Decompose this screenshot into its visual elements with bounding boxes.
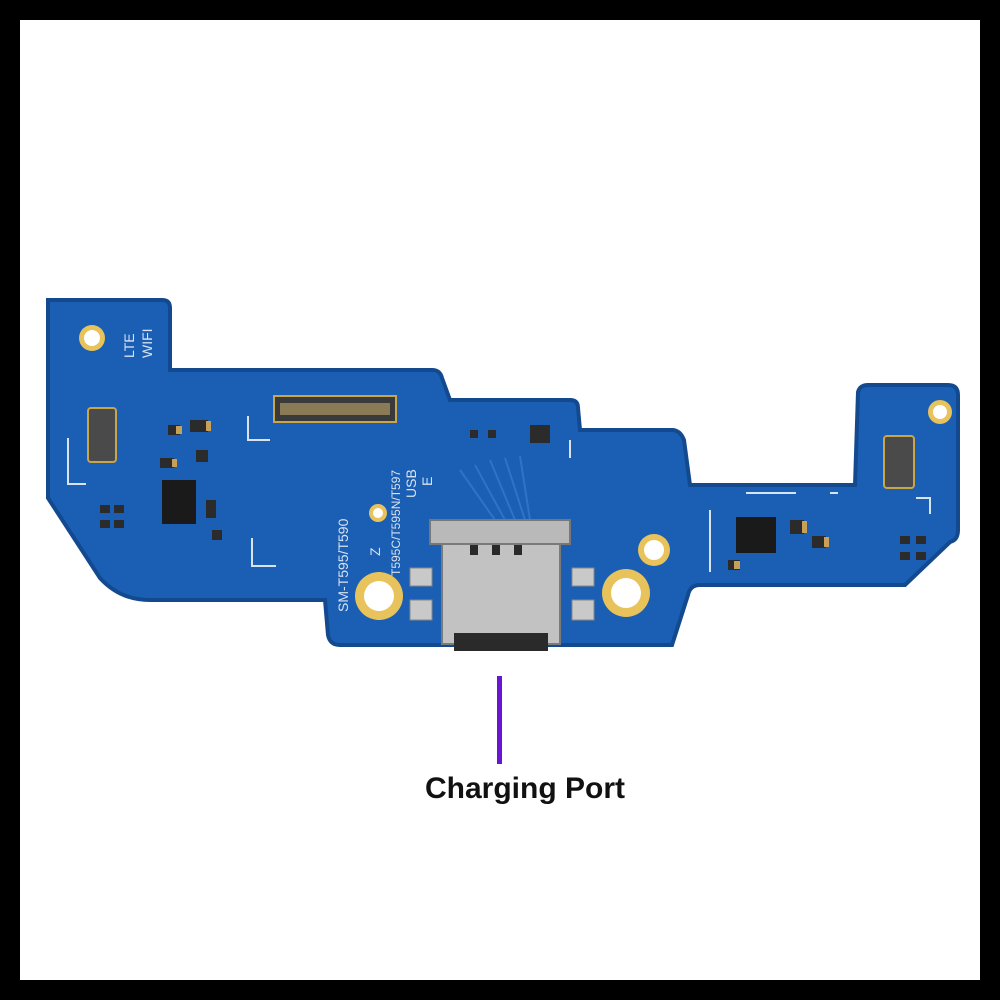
silk-wifi: WIFI [139, 328, 155, 358]
side-connector [87, 407, 117, 463]
ic-chip [736, 517, 776, 553]
silk-lte: LTE [121, 333, 137, 358]
silk-variants: T595C/T595N/T597 [389, 470, 403, 576]
ic-chip [162, 480, 196, 524]
side-connector [883, 435, 915, 489]
callout-pointer-line [497, 676, 502, 764]
silk-e: E [419, 477, 435, 486]
usb-c-port [409, 519, 595, 651]
pcb-outline [46, 298, 960, 647]
silk-usb: USB [403, 469, 419, 498]
board-connector [273, 395, 397, 423]
smd-components [100, 420, 926, 570]
smd-capacitors [172, 421, 829, 569]
silkscreen-marks [67, 416, 931, 572]
callout-label: Charging Port [425, 772, 625, 805]
silk-z: Z [367, 547, 383, 556]
silk-model: SM-T595/T590 [335, 518, 351, 612]
pcb-traces [459, 455, 531, 521]
